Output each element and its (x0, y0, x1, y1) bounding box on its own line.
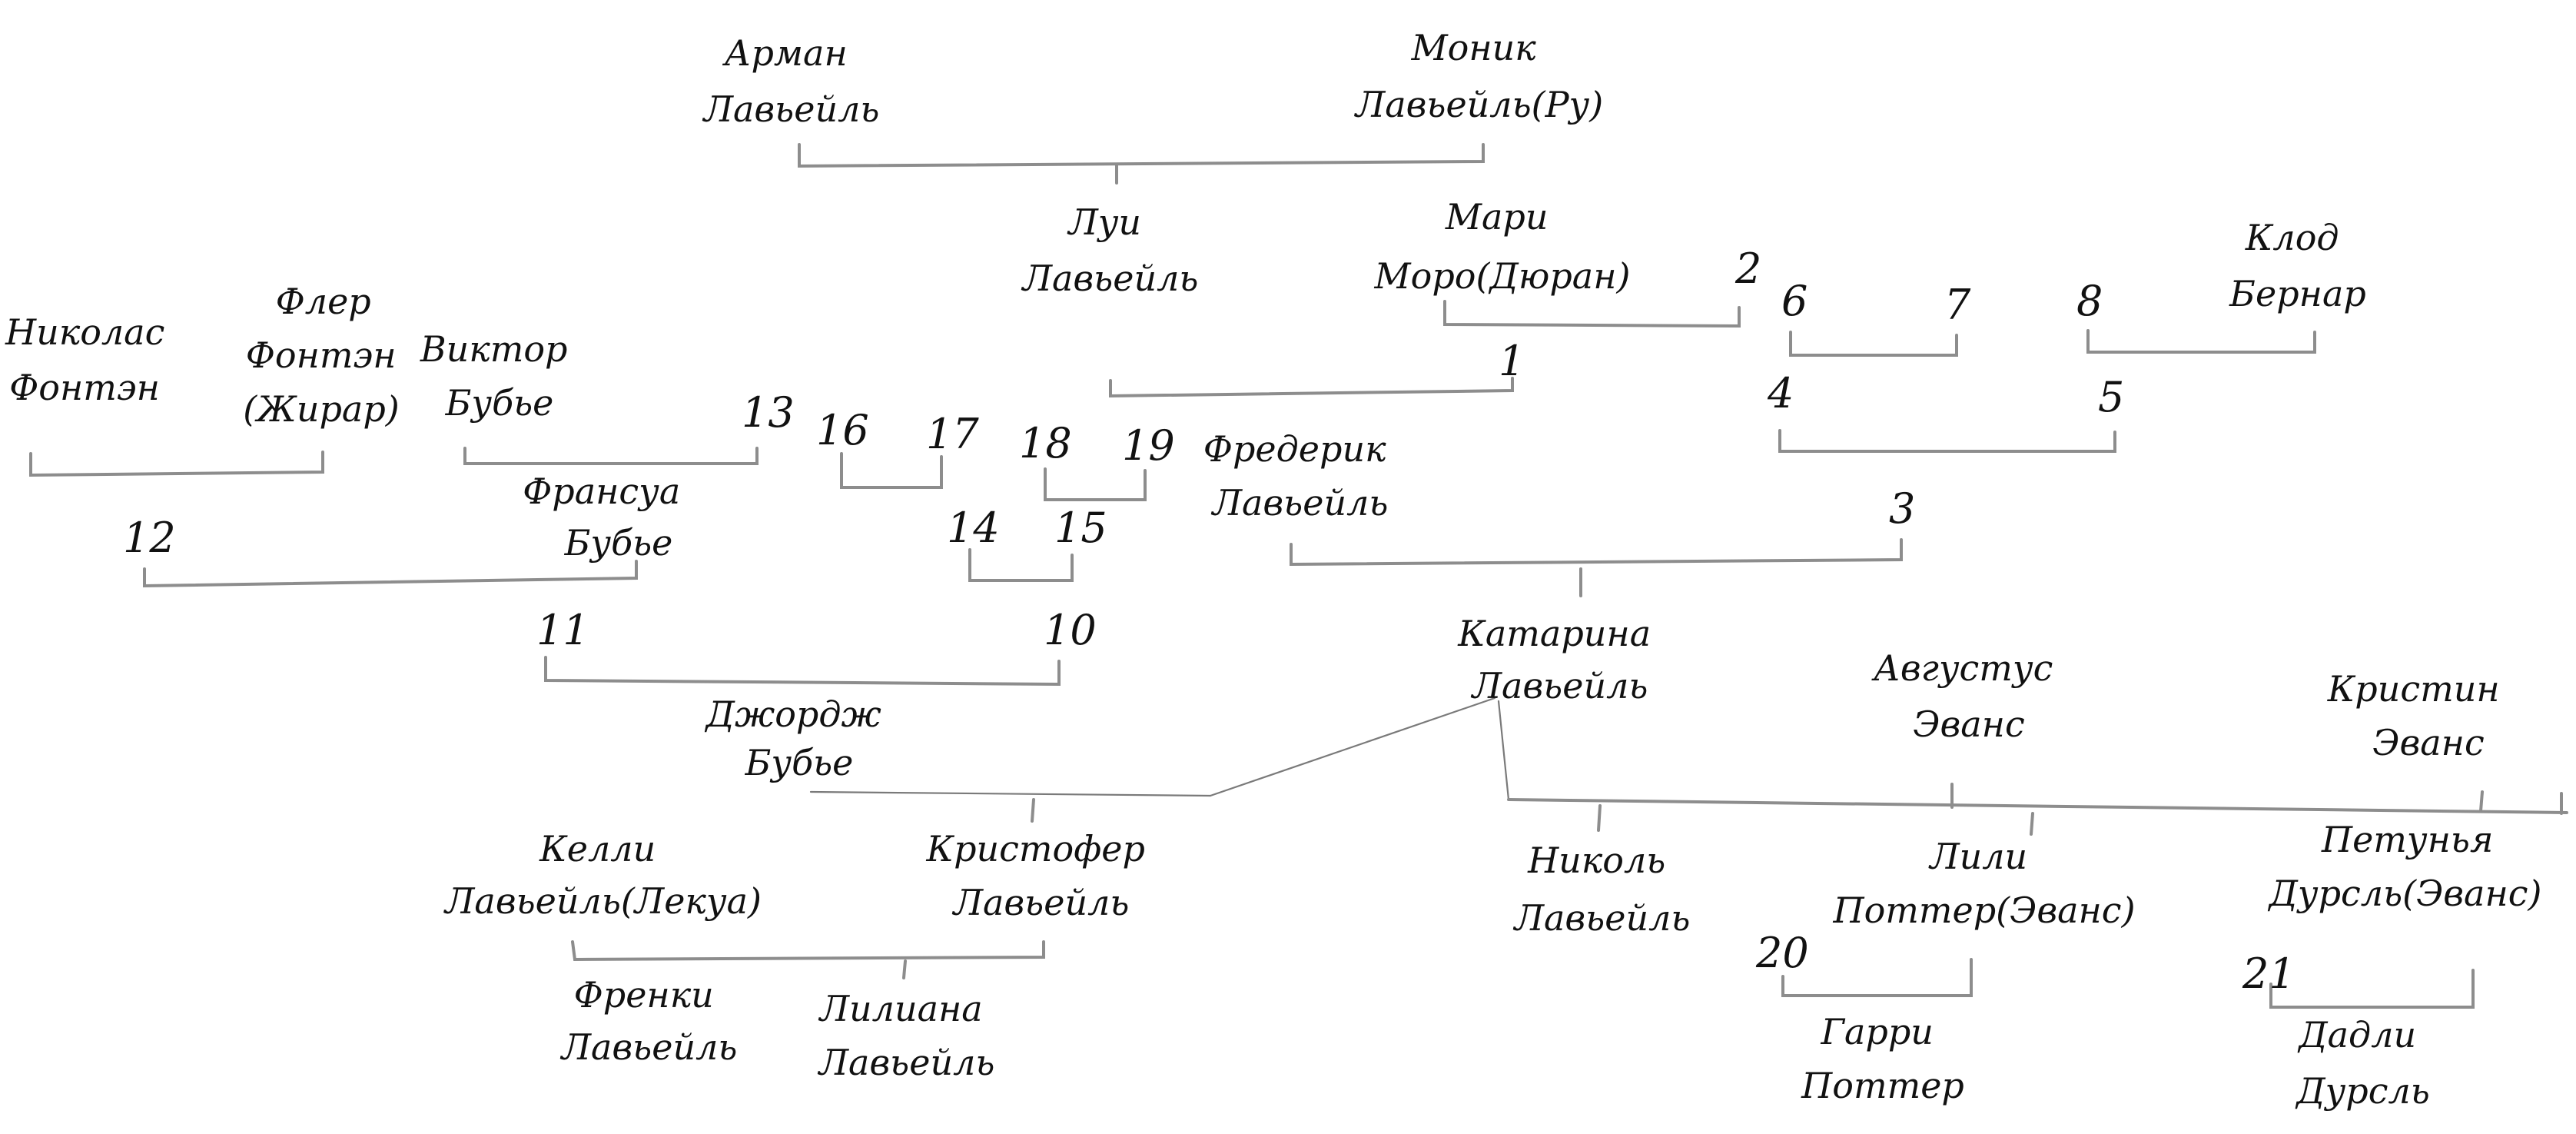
couple-line-6-7 (1789, 331, 1958, 357)
couple-line-20-lili (1781, 958, 1973, 997)
number-1: 1 (1499, 337, 1525, 385)
number-12: 12 (123, 514, 176, 562)
couple-line-lui-1 (1109, 377, 1514, 398)
person-labels: Арман Лавьейль Моник Лавьейль(Ру) Луи Ла… (5, 27, 2542, 1112)
person-kelli: Келли Лавьейль(Лекуа) (443, 828, 762, 922)
person-liliana: Лилиана Лавьейль (818, 988, 995, 1083)
number-7: 7 (1944, 281, 1971, 329)
couple-line-14-15 (968, 548, 1074, 582)
number-15: 15 (1054, 504, 1107, 552)
number-2: 2 (1734, 244, 1761, 293)
person-garri: Гарри Поттер (1801, 1011, 1964, 1106)
child-stem-liliana (902, 959, 907, 979)
number-11: 11 (536, 606, 589, 654)
number-20: 20 (1755, 929, 1809, 977)
number-3: 3 (1889, 484, 1915, 533)
couple-line-frederik-3 (1290, 538, 1903, 567)
number-18: 18 (1019, 419, 1072, 467)
person-lili: Лили Поттер(Эванс) (1832, 836, 2135, 931)
couple-line-18-19 (1044, 467, 1147, 501)
number-16: 16 (816, 406, 869, 454)
person-mari: Мари Моро(Дюран) (1374, 196, 1631, 297)
number-labels: 1 2 3 4 5 6 7 8 10 11 12 13 14 15 16 17 … (123, 244, 2295, 998)
person-klod: Клод Бернар (2229, 217, 2366, 314)
couple-line-mari-2 (1443, 300, 1741, 328)
number-13: 13 (742, 388, 795, 437)
couple-line-4-5 (1778, 429, 2116, 453)
couple-line-nikolas-fler (29, 451, 324, 477)
number-21: 21 (2242, 949, 2295, 998)
couple-line-12-fransua (143, 560, 638, 588)
person-kristin: Кристин Эванс (2327, 668, 2511, 763)
person-kristofer: Кристофер Лавьейль (925, 828, 1156, 923)
child-stem-kristofer (1031, 798, 1035, 823)
number-4: 4 (1767, 369, 1794, 417)
number-17: 17 (926, 410, 979, 458)
couple-line-kelli-kristofer (571, 940, 1045, 962)
child-stem-lili (2030, 812, 2034, 836)
couple-line-8-klod (2086, 329, 2316, 354)
child-stem-nikol (1597, 804, 1602, 832)
person-monik: Моник Лавьейль(Ру) (1354, 27, 1603, 125)
person-fler: Флер Фонтэн (Жирар) (243, 281, 407, 430)
diagonal-line-katarina (1209, 697, 1496, 797)
person-frederik: Фредерик Лавьейль (1203, 428, 1397, 524)
number-14: 14 (947, 504, 1000, 552)
diagonal-line-katarina-2 (1497, 700, 1510, 801)
person-arman: Арман Лавьейль (702, 32, 880, 130)
couple-line-16-17 (840, 452, 943, 489)
person-petunya: Петунья Дурсль(Эванс) (2268, 819, 2542, 914)
person-dadli: Дадли Дурсль (2295, 1014, 2430, 1112)
person-katarina: Катарина Лавьейль (1457, 613, 1662, 707)
person-dzhordzh: Джордж Бубье (705, 693, 893, 783)
sibling-line-evans (1507, 798, 2568, 814)
number-10: 10 (1044, 606, 1097, 654)
person-lui: Луи Лавьейль (1021, 201, 1199, 299)
person-avgustus: Августус Эванс (1871, 647, 2064, 745)
number-19: 19 (1122, 421, 1175, 470)
couple-line-arman-monik (798, 143, 1485, 168)
couple-line-viktor-13 (463, 447, 759, 465)
number-5: 5 (2098, 373, 2124, 421)
person-viktor: Виктор Бубье (420, 328, 579, 424)
couple-line-21-petunya (2269, 969, 2475, 1009)
person-nikol: Николь Лавьейль (1513, 840, 1691, 939)
connector-lines (29, 143, 2568, 1009)
person-nikolas: Николас Фонтэн (5, 311, 176, 408)
number-8: 8 (2076, 277, 2103, 325)
number-6: 6 (1781, 277, 1808, 325)
couple-line-11-10 (544, 656, 1061, 687)
person-fransua: Франсуа Бубье (523, 471, 692, 564)
person-frenki: Френки Лавьейль (560, 974, 738, 1068)
stem-kristin (2479, 790, 2484, 813)
couple-line-dzhordzh-katarina (809, 790, 1212, 797)
